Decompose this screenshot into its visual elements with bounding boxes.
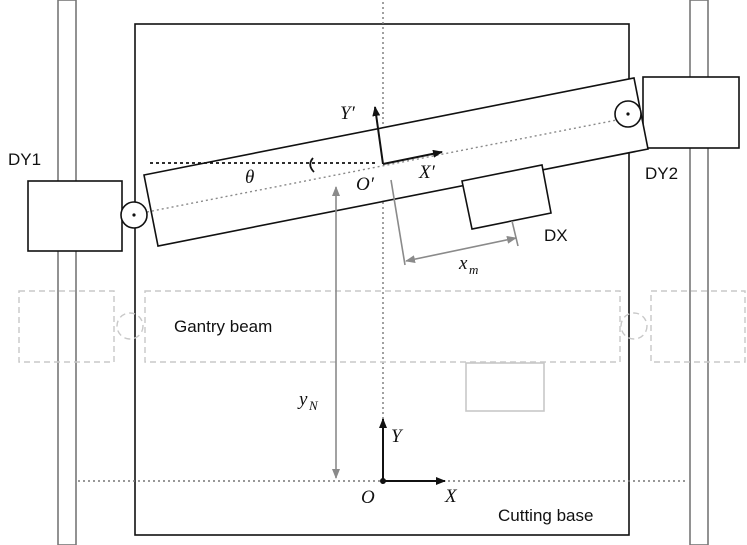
gantry-beam-label: Gantry beam <box>174 317 272 336</box>
ghost-gantry <box>18 290 746 363</box>
axis-y-prime-arrow <box>372 106 384 165</box>
ghost-right-joint <box>620 312 648 340</box>
cutting-base-label: Cutting base <box>498 506 593 525</box>
dx-label: DX <box>544 226 568 245</box>
left-rail <box>57 0 77 545</box>
beam-centerline <box>146 117 628 213</box>
yn-label: y N <box>297 389 319 413</box>
axis-x-prime-arrow <box>382 149 443 165</box>
yn-label-base: y <box>297 389 308 410</box>
axis-y-label: Y <box>391 426 404 447</box>
yn-label-sub: N <box>308 398 319 413</box>
ghost-beam <box>144 290 621 363</box>
ghost-dy1-block <box>18 290 115 363</box>
dy1-block <box>27 180 123 252</box>
origin-prime-label: O′ <box>356 174 375 195</box>
ghost-dy2-block <box>650 290 746 363</box>
xm-label: x m <box>458 253 478 277</box>
axis-x-prime-label: X′ <box>418 162 436 183</box>
axis-x-label: X <box>444 486 458 507</box>
dy1-label: DY1 <box>8 150 41 169</box>
xm-ext-right <box>511 220 519 247</box>
ghost-left-joint <box>116 312 144 340</box>
xm-label-sub: m <box>469 262 478 277</box>
dy2-label: DY2 <box>645 164 678 183</box>
right-joint <box>614 100 642 128</box>
ghost-dx-block <box>465 362 545 412</box>
origin-point <box>380 478 386 484</box>
origin-label: O <box>361 487 375 508</box>
axis-y-prime-label: Y′ <box>340 103 356 124</box>
theta-arc <box>309 157 315 173</box>
left-joint <box>120 201 148 229</box>
cutting-base-frame <box>134 23 630 536</box>
dx-block <box>461 164 552 230</box>
xm-label-base: x <box>458 253 468 274</box>
dy2-block <box>642 76 740 149</box>
xm-dimension-arrow <box>405 235 517 264</box>
theta-label: θ <box>245 167 254 188</box>
xm-ext-left <box>390 179 406 266</box>
